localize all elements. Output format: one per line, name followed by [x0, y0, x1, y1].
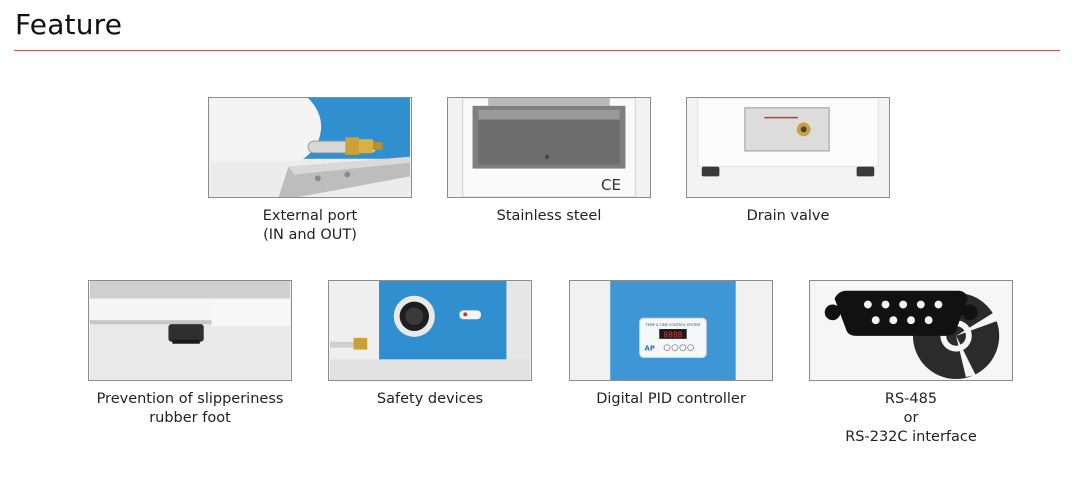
pid-temperature-display: 8888	[664, 330, 683, 339]
page-title: Feature	[15, 8, 123, 41]
feature-caption-stainless-steel: Stainless steel	[496, 208, 602, 224]
ap-logo: AP	[645, 345, 655, 353]
stainless-steel-illustration	[449, 98, 649, 197]
feature-image-rs-interface	[809, 280, 1013, 381]
feature-image-external-port	[208, 97, 412, 198]
title-divider	[14, 50, 1060, 51]
pid-controller-illustration: TEMP & TIME CONTROL SYSTEM 8888 AP	[571, 281, 771, 380]
rubber-foot-illustration	[90, 281, 290, 380]
feature-image-digital-pid-controller: TEMP & TIME CONTROL SYSTEM 8888 AP	[569, 280, 773, 381]
feature-caption-external-port: External port(IN and OUT)	[262, 208, 358, 243]
feature-caption-safety-devices: Safety devices	[376, 391, 484, 407]
safety-devices-illustration	[330, 281, 530, 380]
feature-image-drain-valve	[686, 97, 890, 198]
feature-caption-drain-valve: Drain valve	[746, 208, 830, 224]
feature-caption-digital-pid-controller: Digital PID controller	[596, 391, 746, 407]
serial-port-illustration	[811, 281, 1011, 380]
ce-mark: CE	[601, 176, 621, 194]
pid-panel-label: TEMP & TIME CONTROL SYSTEM	[645, 323, 701, 327]
feature-image-rubber-foot	[88, 280, 292, 381]
feature-image-stainless-steel	[447, 97, 651, 198]
external-port-illustration	[210, 98, 410, 197]
feature-image-safety-devices	[328, 280, 532, 381]
drain-valve-illustration	[688, 98, 888, 197]
